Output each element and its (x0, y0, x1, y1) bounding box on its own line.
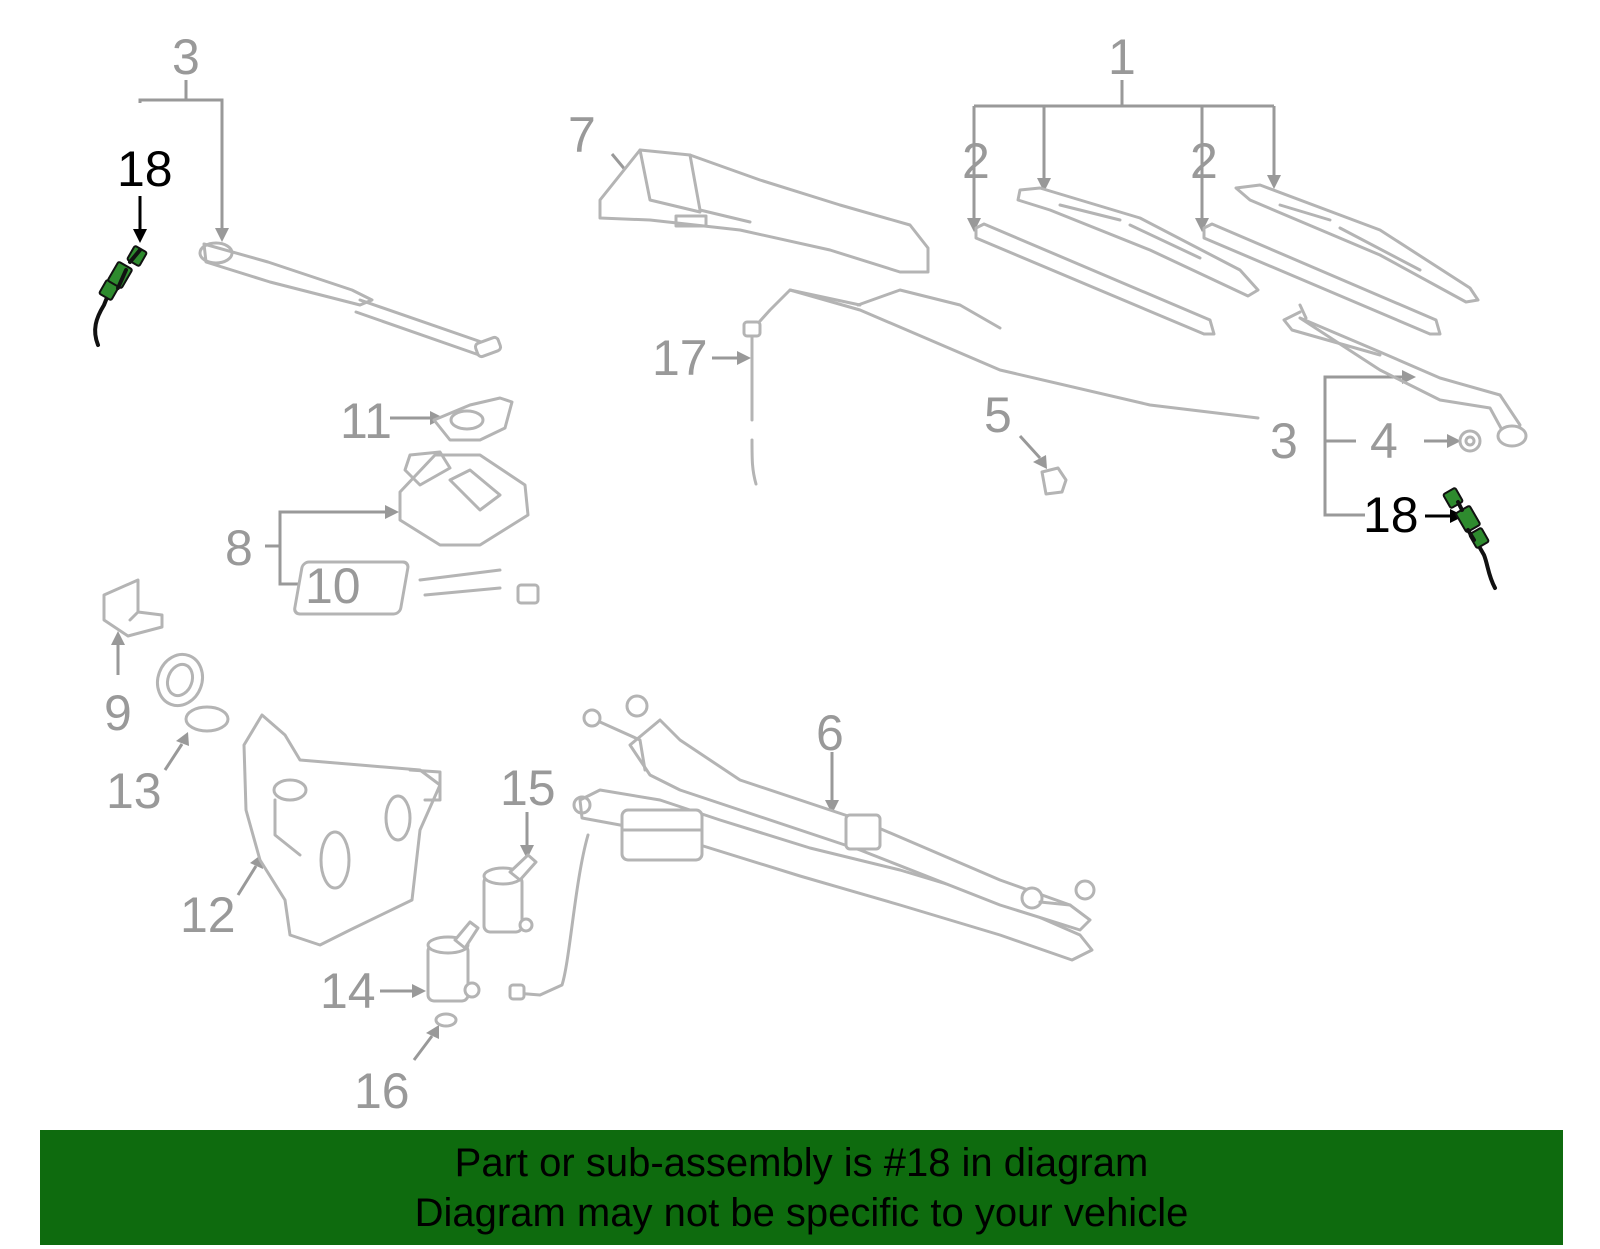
callout-5: 5 (984, 387, 1012, 443)
washer-reservoir (242, 713, 442, 947)
wiper-linkage (572, 694, 1096, 962)
callout-10: 10 (305, 558, 361, 614)
reservoir-cap (155, 652, 230, 733)
callout-3-right: 3 (1270, 413, 1298, 469)
washer-pump-front (426, 920, 481, 1003)
callout-3-top-left: 3 (172, 29, 200, 85)
callout-16: 16 (354, 1063, 410, 1119)
callout-13: 13 (106, 763, 162, 819)
callout-18-right: 18 (1363, 487, 1419, 543)
callout-14: 14 (320, 963, 376, 1019)
highlighted-part-18-right (1442, 487, 1497, 590)
callout-11: 11 (340, 393, 392, 449)
washer-pump-rear (482, 853, 538, 934)
callout-8: 8 (225, 520, 253, 576)
motor-cover (432, 396, 514, 442)
callout-2-right: 2 (1190, 133, 1218, 189)
wiper-motor (293, 450, 540, 616)
callout-6: 6 (816, 705, 844, 761)
cowl-panel (598, 148, 930, 274)
washer-hose (742, 288, 1260, 486)
wiper-arm-left (198, 241, 503, 359)
highlighted-part-18-left (93, 245, 148, 347)
clip (1040, 466, 1068, 496)
pump-wire (508, 833, 590, 1001)
nut (1458, 429, 1482, 453)
callout-7: 7 (568, 107, 596, 163)
callout-1: 1 (1108, 29, 1136, 85)
info-banner: Part or sub-assembly is #18 in diagram D… (40, 1130, 1563, 1245)
callout-labels: 3 18 1 2 2 7 17 11 5 3 4 18 8 10 9 13 6 … (104, 29, 1419, 1119)
banner-line-disclaimer: Diagram may not be specific to your vehi… (414, 1191, 1189, 1235)
wiper-blades (974, 183, 1480, 336)
callout-4: 4 (1370, 413, 1398, 469)
callout-18-left: 18 (117, 141, 173, 197)
callout-2-left: 2 (962, 133, 990, 189)
callout-9: 9 (104, 685, 132, 741)
wiper-arm-right (1282, 303, 1528, 448)
callout-17: 17 (652, 330, 708, 386)
grommet (434, 1012, 458, 1028)
banner-line-part: Part or sub-assembly is #18 in diagram (454, 1141, 1149, 1185)
callout-15: 15 (500, 760, 556, 816)
bracket (102, 578, 164, 638)
callout-12: 12 (180, 887, 236, 943)
